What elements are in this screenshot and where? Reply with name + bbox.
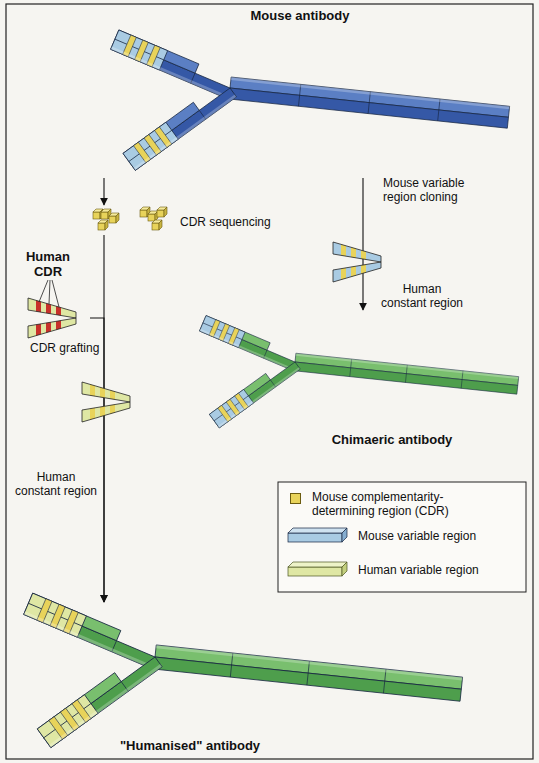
- arrow-connector: [90, 318, 104, 602]
- figure-frame: [6, 4, 533, 759]
- legend-box: [278, 482, 526, 592]
- illustration-node: Human CDRCDR grafting: [18, 247, 90, 355]
- step-label: Human constant region: [380, 282, 464, 310]
- human-cdr-fragment: [28, 296, 78, 340]
- legend-human-variable-sample: [288, 562, 347, 576]
- illustration-node: Chimaeric antibody: [200, 310, 520, 450]
- arrow-connector: [362, 178, 363, 310]
- mouse-antibody-drawing: [111, 30, 510, 170]
- legend-text: Mouse complementarity-determining region…: [312, 490, 467, 518]
- legend-text: Human variable region: [358, 563, 518, 577]
- node-label: Chimaeric antibody: [322, 432, 462, 447]
- edge-label: Human constant region: [14, 470, 98, 498]
- chimaeric-antibody-drawing: [200, 316, 519, 428]
- edge-label: Mouse variable region cloning: [383, 176, 478, 204]
- legend-swatch: [290, 493, 301, 504]
- illustration-node: "Humanised" antibody: [18, 602, 473, 758]
- arrow-connector: [103, 178, 104, 205]
- node-label: "Humanised" antibody: [105, 738, 275, 753]
- node-label: Mouse antibody: [235, 8, 365, 23]
- legend-mouse-variable-sample: [288, 528, 347, 542]
- node-label: CDR sequencing: [180, 215, 300, 229]
- illustration-node: Mouse antibody: [100, 6, 515, 178]
- humanised-antibody-drawing: [24, 593, 463, 747]
- cdr-pieces: [93, 207, 167, 230]
- legend-text: Mouse variable region: [358, 529, 518, 543]
- grafted-fragment: [82, 380, 132, 424]
- mouse-variable-fragment: [333, 240, 383, 284]
- node-label: Human CDR: [22, 249, 74, 279]
- node-label: CDR grafting: [30, 341, 110, 355]
- cdr-leader-lines: [39, 280, 59, 307]
- illustration-node: CDR sequencing: [88, 205, 303, 235]
